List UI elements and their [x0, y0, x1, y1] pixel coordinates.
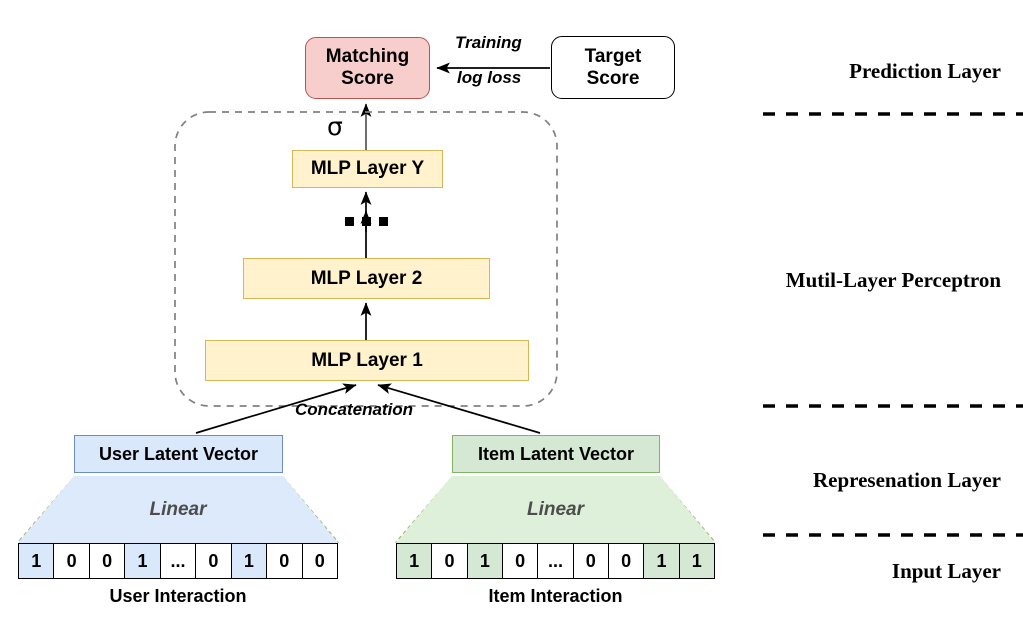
ellipsis-dot-2: [362, 217, 371, 226]
concatenation-label: Concatenation: [295, 400, 414, 419]
bit-cell: 1: [644, 544, 680, 578]
item-linear-label: Linear: [526, 498, 585, 520]
section-label-representation: Represenation Layer: [812, 468, 1001, 492]
bit-cell: 1: [397, 544, 433, 578]
item-linear-trapezoid: Linear: [396, 476, 715, 543]
item-latent-vector-box[interactable]: Item Latent Vector: [452, 435, 660, 473]
bit-cell: 0: [302, 544, 337, 578]
user-interaction-caption: User Interaction: [109, 586, 247, 606]
mlp-layer-1-box[interactable]: MLP Layer 1: [205, 340, 529, 381]
user-linear-label: Linear: [149, 498, 207, 520]
mlp-layer-y-box[interactable]: MLP Layer Y: [292, 150, 443, 188]
mlp-layer-2-box[interactable]: MLP Layer 2: [243, 258, 490, 299]
bit-cell: 0: [573, 544, 609, 578]
user-linear-trapezoid: Linear: [18, 476, 338, 543]
sigma-activation-symbol: σ: [327, 112, 343, 141]
ellipsis-dot-1: [345, 217, 354, 226]
matching-score-line1: Matching: [325, 46, 410, 68]
target-score-line1: Target: [584, 45, 642, 67]
ellipsis-dot-3: [379, 217, 388, 226]
bit-cell: 1: [125, 544, 161, 578]
training-loss-label-line2: log loss: [457, 68, 522, 87]
item-trapezoid-fill: [396, 476, 715, 543]
section-label-mlp: Mutil-Layer Perceptron: [785, 268, 1001, 292]
bit-cell: 1: [467, 544, 503, 578]
section-label-prediction: Prediction Layer: [849, 59, 1001, 83]
bit-cell: 0: [54, 544, 90, 578]
target-score-line2: Score: [586, 67, 640, 89]
matching-score-box[interactable]: Matching Score: [305, 37, 430, 99]
bit-cell: 0: [608, 544, 645, 578]
training-loss-label-line1: Training: [455, 33, 522, 52]
bit-cell: 0: [502, 544, 539, 578]
section-label-input: Input Layer: [891, 559, 1001, 583]
matching-score-line2: Score: [341, 68, 394, 89]
bit-cell: 0: [89, 544, 126, 578]
user-trapezoid-fill: [18, 476, 338, 543]
target-score-box[interactable]: Target Score: [551, 36, 675, 99]
user-latent-vector-box[interactable]: User Latent Vector: [74, 435, 283, 473]
bit-cell: ...: [538, 544, 574, 578]
bit-cell: 0: [432, 544, 468, 578]
bit-cell: 1: [679, 544, 714, 578]
item-interaction-caption: Item Interaction: [488, 586, 623, 606]
bit-cell: 1: [231, 544, 268, 578]
bit-cell: 0: [196, 544, 232, 578]
bit-cell: ...: [160, 544, 197, 578]
bit-cell: 0: [267, 544, 303, 578]
bit-cell: 1: [19, 544, 55, 578]
